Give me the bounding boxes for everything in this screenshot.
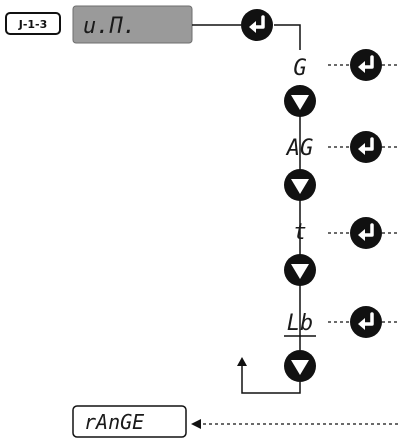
menu-item-code: Lb [287,311,314,336]
enter-arrow-icon [358,55,374,73]
menu-item-code: G [293,56,306,81]
enter-button-lb[interactable] [350,306,382,338]
menu-item-ag: AG [285,136,314,161]
down-button-4[interactable] [284,350,316,382]
display-code: u.Π. [83,14,136,39]
step-tag: J-1-3 [5,12,61,35]
down-button-2[interactable] [284,169,316,201]
menu-item-code: AG [285,136,314,161]
range-label: rAnGE [84,410,144,434]
display-box: u.Π. [72,5,193,44]
range-box: rAnGE [72,405,187,438]
down-arrow-icon [291,179,309,194]
menu-item-lb: Lb [284,311,316,337]
enter-button-t[interactable] [350,217,382,249]
enter-arrow-icon [249,15,265,33]
menu-item-code: t [293,220,306,245]
up-arrow-icon [237,357,247,366]
loop-back-arrow [237,357,301,394]
down-arrow-icon [291,264,309,279]
enter-button-g[interactable] [350,49,382,81]
return-arrow [191,419,398,429]
enter-arrow-icon [358,312,374,330]
down-button-1[interactable] [284,85,316,117]
down-arrow-icon [291,360,309,375]
enter-arrow-icon [358,223,374,241]
enter-arrow-icon [358,137,374,155]
down-arrow-icon [291,95,309,110]
enter-button-ag[interactable] [350,131,382,163]
left-arrow-icon [191,419,201,429]
menu-item-t: t [293,220,306,245]
step-tag-label: J-1-3 [18,18,48,31]
menu-item-g: G [293,56,306,81]
down-button-3[interactable] [284,254,316,286]
enter-button-top[interactable] [241,9,273,41]
